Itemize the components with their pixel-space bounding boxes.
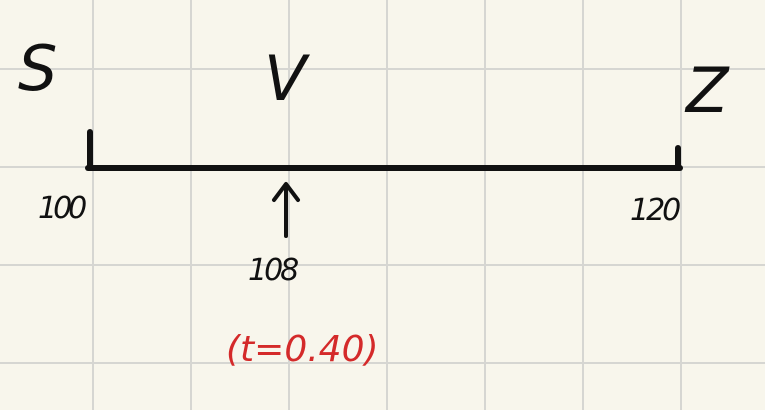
value-right: 120: [630, 193, 681, 228]
value-middle: 108: [248, 253, 299, 288]
value-left: 100: [38, 191, 87, 226]
parameter-annotation: (t=0.40): [226, 329, 379, 370]
up-arrow-icon: [272, 182, 300, 238]
point-label-v: V: [264, 42, 307, 115]
point-label-z: Z: [686, 54, 729, 127]
point-label-s: S: [18, 32, 58, 105]
